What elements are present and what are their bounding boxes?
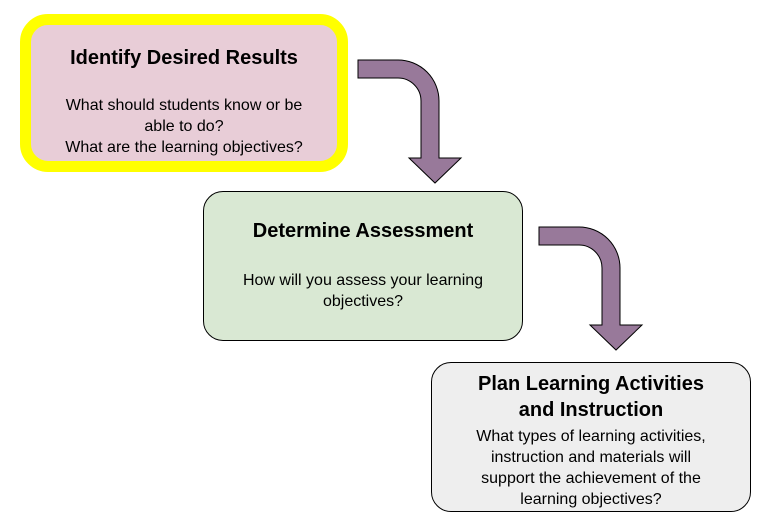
step-plan-learning-activities: Plan Learning Activities and Instruction… bbox=[431, 362, 751, 512]
arrow-2-shape bbox=[538, 226, 644, 351]
step-determine-assessment: Determine Assessment How will you assess… bbox=[203, 191, 523, 341]
step-3-description: What types of learning activities, instr… bbox=[451, 426, 731, 510]
step-3-title-line: and Instruction bbox=[518, 399, 664, 421]
step-3-title-line: Plan Learning Activities bbox=[478, 373, 704, 395]
step-identify-desired-results: Identify Desired Results What should stu… bbox=[20, 14, 348, 172]
step-1-title: Identify Desired Results bbox=[70, 47, 298, 69]
step-3-line: learning objectives? bbox=[520, 491, 662, 508]
step-3-line: What types of learning activities, bbox=[476, 428, 706, 445]
step-2-description: How will you assess your learning object… bbox=[218, 270, 508, 312]
step-2-title: Determine Assessment bbox=[252, 220, 474, 242]
step-3-title: Plan Learning Activities and Instruction bbox=[441, 371, 741, 423]
step-2-line: objectives? bbox=[322, 293, 404, 310]
step-1-line: What should students know or be bbox=[65, 97, 303, 114]
step-2-line: How will you assess your learning bbox=[242, 272, 484, 289]
step-3-line: instruction and materials will bbox=[490, 449, 692, 466]
step-3-line: support the achievement of the bbox=[481, 470, 701, 487]
step-1-description: What should students know or be able to … bbox=[39, 95, 329, 158]
step-1-line: What are the learning objectives? bbox=[65, 139, 303, 156]
arrow-1-shape bbox=[357, 59, 463, 184]
step-1-line: able to do? bbox=[144, 118, 224, 135]
